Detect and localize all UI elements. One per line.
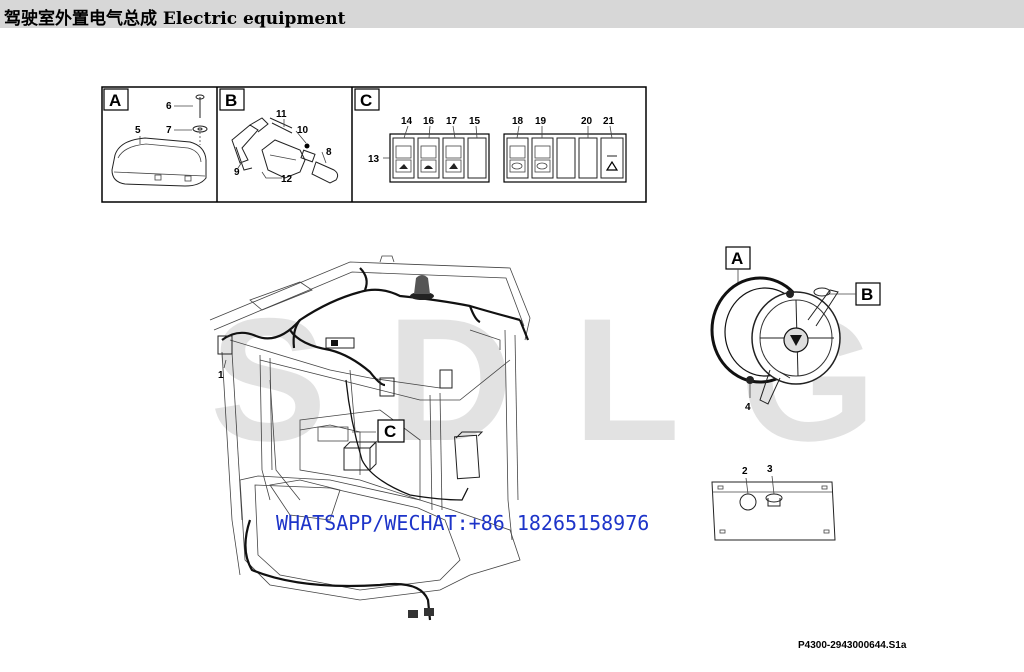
beacon-detail: A B 4 xyxy=(710,246,881,413)
detail-b-bracket: 11 10 8 9 12 xyxy=(231,109,339,185)
title-bar: 驾驶室外置电气总成 Electric equipment xyxy=(0,0,1024,29)
callout-14: 14 xyxy=(401,116,413,127)
plate-detail: 2 3 xyxy=(711,464,836,541)
detail-label-a: A xyxy=(109,91,121,110)
callout-5: 5 xyxy=(135,125,141,136)
main-label-c: C xyxy=(384,422,396,441)
right-label-a: A xyxy=(731,249,743,268)
detail-c-switch-panel: 13 14 16 17 15 18 19 20 21 xyxy=(368,116,627,183)
callout-11: 11 xyxy=(276,109,287,120)
callout-4: 4 xyxy=(745,402,751,413)
wiring-harness xyxy=(217,267,530,621)
callout-1: 1 xyxy=(218,370,224,381)
detail-label-c: C xyxy=(360,91,372,110)
callout-10: 10 xyxy=(297,125,309,136)
electric-equipment-diagram: SDLG A B C 6 7 5 xyxy=(101,86,881,621)
detail-frames: A B C xyxy=(101,86,647,203)
detail-label-b: B xyxy=(225,91,237,110)
callout-13: 13 xyxy=(368,154,380,165)
callout-2: 2 xyxy=(742,466,748,477)
callout-19: 19 xyxy=(535,116,547,127)
right-label-b: B xyxy=(861,285,873,304)
callout-18: 18 xyxy=(512,116,524,127)
callout-21: 21 xyxy=(603,116,615,127)
callout-7: 7 xyxy=(166,125,172,136)
page-title: 驾驶室外置电气总成 Electric equipment xyxy=(4,9,346,29)
callout-12: 12 xyxy=(281,174,293,185)
callout-3: 3 xyxy=(767,464,773,475)
callout-20: 20 xyxy=(581,116,593,127)
detail-a-beacon-base: 6 7 5 xyxy=(111,94,208,187)
cab-drawing xyxy=(209,255,531,601)
main-callouts: 1 C xyxy=(218,359,405,443)
callout-15: 15 xyxy=(469,116,481,127)
callout-6: 6 xyxy=(166,101,172,112)
drawing-reference: P4300-2943000644.S1a xyxy=(798,640,907,651)
contact-watermark: WHATSAPP/WECHAT:+86 18265158976 xyxy=(276,511,650,535)
callout-9: 9 xyxy=(234,167,240,178)
callout-8: 8 xyxy=(326,147,332,158)
callout-17: 17 xyxy=(446,116,458,127)
callout-16: 16 xyxy=(423,116,435,127)
